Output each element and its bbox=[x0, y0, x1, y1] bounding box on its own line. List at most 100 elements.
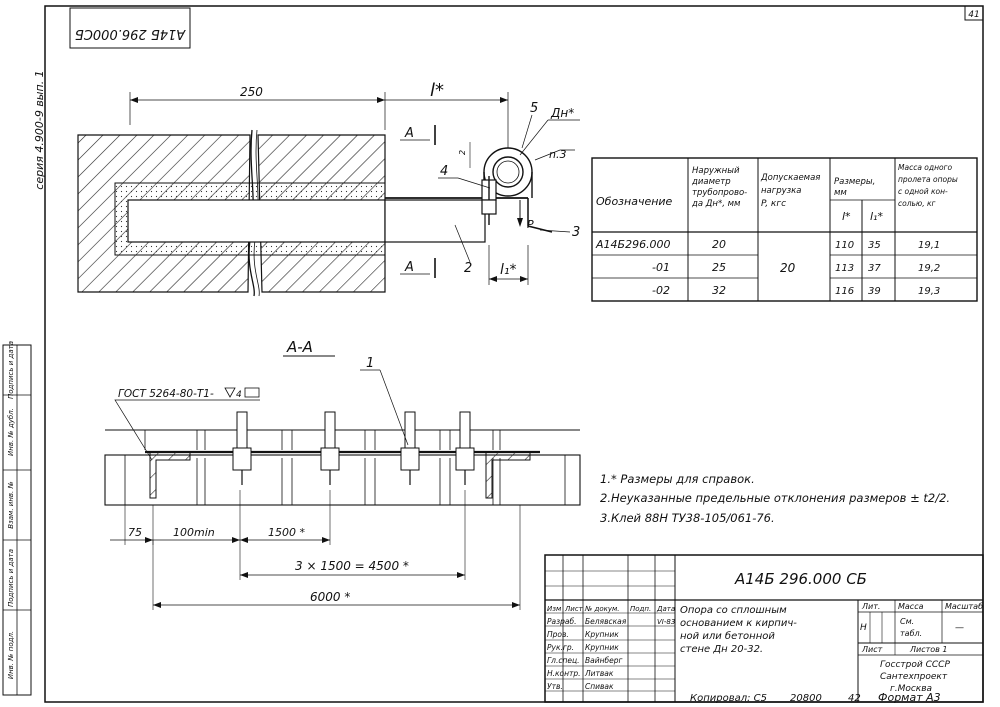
table-row: -01 25 113 37 19,2 bbox=[652, 261, 940, 274]
th-l: l* bbox=[842, 210, 851, 223]
title-block: А14Б 296.000 СБ Изм Лист № докум. Подп. … bbox=[544, 554, 984, 703]
spec-table: Обозначение Наружный диаметр трубопрово-… bbox=[591, 157, 978, 302]
svg-text:солью, кг: солью, кг bbox=[898, 199, 936, 208]
svg-text:Изм: Изм bbox=[547, 605, 562, 613]
svg-text:трубопрово-: трубопрово- bbox=[692, 188, 747, 198]
table-row: А14Б296.000 20 110 35 19,1 bbox=[595, 238, 940, 251]
callout-3: 3 bbox=[572, 225, 580, 240]
notes: 1.* Размеры для справок. 2.Неуказанные п… bbox=[600, 472, 950, 525]
svg-text:да Дн*, мм: да Дн*, мм bbox=[691, 199, 741, 209]
section-view: А-А 1 ГОСТ 5264-80-Т1- 4 bbox=[104, 338, 581, 610]
svg-text:Рук.гр.: Рук.гр. bbox=[547, 643, 574, 652]
th-designation: Обозначение bbox=[596, 195, 673, 208]
series-label: серия 4.900-9 вып. 1 bbox=[33, 70, 46, 189]
page-number-box bbox=[964, 5, 984, 21]
section-mark-bottom: А bbox=[404, 260, 414, 275]
sheet-frame bbox=[44, 5, 984, 703]
svg-text:Лит.: Лит. bbox=[861, 602, 880, 611]
svg-text:См.: См. bbox=[900, 617, 914, 626]
th-diameter-1: Наружный bbox=[692, 166, 740, 176]
svg-text:Копировал: С5: Копировал: С5 bbox=[690, 693, 767, 704]
svg-text:Подп.: Подп. bbox=[630, 605, 651, 613]
svg-text:20: 20 bbox=[712, 238, 726, 251]
th-load-1: Допускаемая bbox=[760, 173, 820, 183]
svg-text:Формат А3: Формат А3 bbox=[878, 691, 941, 704]
svg-text:табл.: табл. bbox=[900, 629, 922, 638]
doc-code: А14Б 296.000 СБ bbox=[734, 570, 867, 588]
note-3: 3.Клей 88Н ТУ38-105/061-76. bbox=[600, 511, 775, 525]
note-2: 2.Неуказанные предельные отклонения разм… bbox=[600, 491, 950, 505]
dim-2: 2 bbox=[458, 150, 467, 155]
bolt-1 bbox=[232, 411, 252, 485]
svg-text:мм: мм bbox=[834, 188, 847, 198]
svg-text:Инв. № дубл.: Инв. № дубл. bbox=[7, 408, 15, 456]
svg-text:Инв. № подл.: Инв. № подл. bbox=[7, 631, 15, 679]
svg-text:Лист: Лист bbox=[861, 645, 883, 654]
footer: Копировал: С5 20800 42 Формат А3 bbox=[690, 691, 941, 704]
dim-100min: 100min bbox=[173, 526, 215, 539]
svg-text:Гл.спец.: Гл.спец. bbox=[547, 656, 580, 665]
svg-text:42: 42 bbox=[848, 693, 861, 704]
svg-text:110: 110 bbox=[835, 240, 854, 251]
svg-text:пролета опоры: пролета опоры bbox=[898, 175, 958, 184]
svg-text:Н.контр.: Н.контр. bbox=[547, 669, 581, 678]
dim-n3: n.3 bbox=[549, 148, 566, 161]
svg-text:Лист: Лист bbox=[564, 605, 584, 613]
dim-1500: 1500 * bbox=[268, 526, 305, 539]
th-mass-1: Масса одного bbox=[898, 163, 953, 172]
svg-text:Масштаб: Масштаб bbox=[945, 602, 983, 611]
pipe-circle bbox=[492, 156, 524, 188]
section-title: А-А bbox=[286, 338, 313, 356]
th-l1: l₁* bbox=[870, 210, 883, 223]
title-line-1: Опора со сплошным bbox=[680, 605, 787, 616]
dim-l1: l₁* bbox=[500, 262, 517, 278]
page-number: 41 bbox=[968, 10, 979, 20]
callout-5: 5 bbox=[530, 101, 538, 116]
load-value: 20 bbox=[780, 261, 796, 275]
svg-text:Утв.: Утв. bbox=[547, 682, 563, 691]
table-row: -02 32 116 39 19,3 bbox=[652, 284, 940, 297]
svg-text:-01: -01 bbox=[652, 261, 670, 274]
svg-text:Дата: Дата bbox=[656, 605, 675, 613]
svg-text:Подпись и дата: Подпись и дата bbox=[7, 549, 15, 607]
svg-text:Спивак: Спивак bbox=[585, 682, 614, 691]
svg-text:113: 113 bbox=[835, 263, 854, 274]
main-view: P 250 l* l₁* Дн* n.3 2 А bbox=[77, 80, 580, 297]
svg-text:37: 37 bbox=[868, 263, 881, 274]
svg-text:Вайнберг: Вайнберг bbox=[585, 656, 623, 665]
svg-text:Взам. инв. №: Взам. инв. № bbox=[7, 481, 15, 529]
svg-text:диаметр: диаметр bbox=[691, 177, 731, 187]
callout-4: 4 bbox=[440, 164, 448, 179]
stamp-box bbox=[69, 7, 191, 49]
svg-text:116: 116 bbox=[835, 286, 854, 297]
dim-3x1500: 3 × 1500 = 4500 * bbox=[295, 559, 409, 573]
svg-text:VI-83: VI-83 bbox=[657, 618, 675, 626]
title-line-2: основанием к кирпич- bbox=[680, 618, 797, 629]
callout-2: 2 bbox=[464, 261, 472, 276]
load-label-p: P bbox=[527, 218, 534, 231]
svg-text:Разраб.: Разраб. bbox=[547, 617, 576, 626]
gost-note: ГОСТ 5264-80-Т1- bbox=[118, 388, 214, 400]
svg-text:Масса: Масса bbox=[898, 602, 924, 611]
th-sizes: Размеры, bbox=[834, 177, 875, 187]
svg-text:19,3: 19,3 bbox=[918, 286, 940, 297]
svg-text:—: — bbox=[955, 623, 964, 633]
svg-text:25: 25 bbox=[712, 261, 726, 274]
svg-text:Крупник: Крупник bbox=[585, 643, 619, 652]
svg-text:32: 32 bbox=[712, 284, 726, 297]
svg-text:нагрузка: нагрузка bbox=[761, 186, 802, 196]
svg-text:35: 35 bbox=[868, 240, 881, 251]
svg-text:Крупник: Крупник bbox=[585, 630, 619, 639]
left-info-strip: Инв. № подл. Подпись и дата Взам. инв. №… bbox=[2, 341, 32, 696]
dim-dn: Дн* bbox=[550, 106, 574, 120]
dim-l: l* bbox=[430, 80, 444, 101]
svg-text:Листов 1: Листов 1 bbox=[909, 645, 948, 654]
svg-text:Госстрой СССР: Госстрой СССР bbox=[880, 660, 950, 670]
title-line-3: ной или бетонной bbox=[680, 630, 775, 642]
svg-text:-02: -02 bbox=[652, 284, 670, 297]
svg-text:19,1: 19,1 bbox=[918, 240, 940, 251]
stamp-code: А14Б 296.000СБ bbox=[75, 26, 186, 41]
svg-text:Белявская: Белявская bbox=[585, 617, 627, 626]
svg-text:Н: Н bbox=[860, 623, 867, 633]
